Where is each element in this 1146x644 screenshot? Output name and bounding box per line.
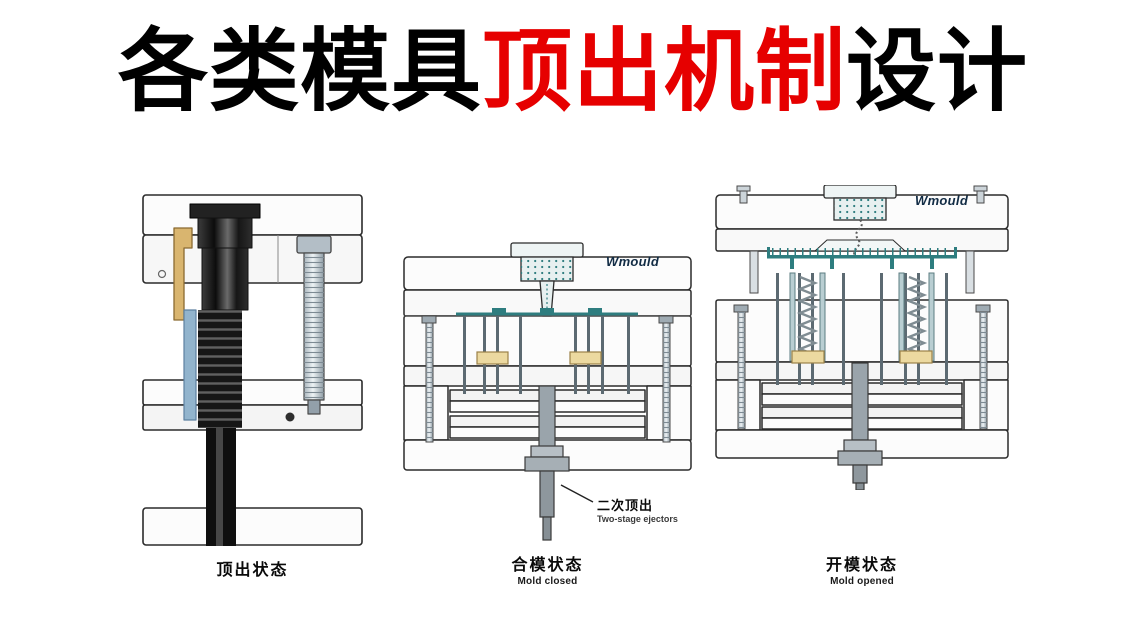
caption-mold-closed: 合模状态 Mold closed [400, 551, 695, 587]
sprue [853, 219, 863, 258]
clamp-screws [736, 185, 988, 204]
screw-hole [157, 269, 167, 279]
guide-pillars [749, 250, 975, 294]
core-plate [403, 315, 692, 367]
diagram-ejection-state [140, 190, 365, 550]
return-bolts [733, 304, 991, 430]
caption-ejection-zh: 顶出状态 [216, 562, 289, 579]
annotation-two-stage-zh: 二次顶出 [597, 498, 654, 513]
ejector-rod [524, 385, 570, 541]
ejector-rod [837, 362, 883, 490]
annotation-leader-line [560, 484, 594, 503]
guide-strip [183, 309, 197, 421]
caption-mold-opened: 开模状态 Mold opened [712, 551, 1012, 587]
title-highlight: 顶出机制 [482, 22, 846, 122]
return-bolts [421, 315, 674, 443]
molded-part [404, 308, 691, 317]
side-bolt [296, 235, 332, 415]
ejector-assembly-drawing [142, 194, 363, 546]
mold-closed-drawing [403, 242, 692, 541]
watermark-wmould: Wmould [915, 193, 969, 208]
caption-mold-opened-zh: 开模状态 [825, 557, 898, 574]
mold-opened-drawing [715, 185, 1009, 490]
page-title: 各类模具顶出机制设计 [0, 22, 1146, 123]
title-prefix: 各类模具 [118, 22, 482, 122]
caption-mold-closed-zh: 合模状态 [511, 557, 584, 574]
annotation-two-stage: 二次顶出 Two-stage ejectors [597, 495, 678, 524]
annotation-two-stage-en: Two-stage ejectors [597, 514, 678, 524]
ejector-pin [173, 203, 261, 546]
molded-part [767, 247, 957, 269]
support-plate [403, 365, 692, 387]
diagram-mold-opened: Wmould [712, 185, 1012, 490]
screw-hole [285, 412, 295, 422]
retainer-clip [173, 227, 193, 321]
caption-mold-closed-en: Mold closed [517, 576, 578, 587]
core-plate [715, 299, 1009, 363]
title-suffix: 设计 [846, 22, 1028, 122]
watermark-wmould: Wmould [606, 254, 660, 269]
springs [796, 275, 928, 357]
spacer-blocks [476, 351, 602, 365]
caption-mold-opened-en: Mold opened [830, 576, 894, 587]
cavity-recess [813, 239, 907, 252]
locating-ring-sprue [823, 185, 897, 221]
caption-ejection-state: 顶出状态 [140, 556, 365, 580]
diagram-mold-closed: Wmould 二次顶出 Two-stage ejectors [400, 240, 695, 550]
spacer-blocks [791, 350, 933, 364]
